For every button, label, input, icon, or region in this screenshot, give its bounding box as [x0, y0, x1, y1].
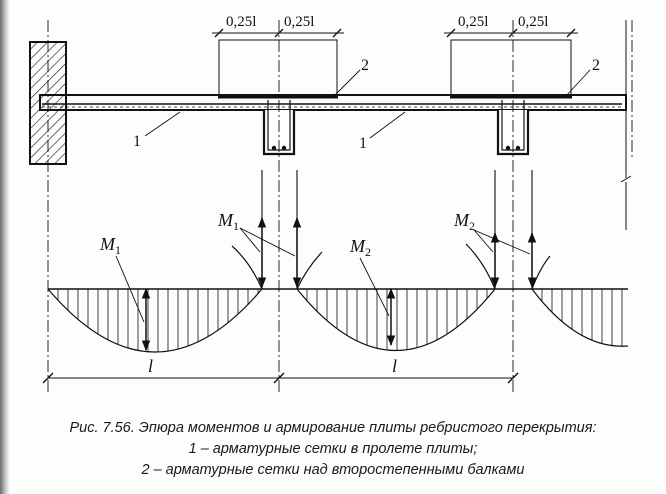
m2-span-main: M	[349, 236, 366, 256]
slab	[39, 20, 632, 230]
svg-text:M1: M1	[217, 210, 239, 233]
slab-moment-diagram: 0,25l 0,25l 0,25l 0,25l 1 1 2 2 M1 M1 M2…	[29, 14, 633, 392]
callout-2-left: 2	[361, 57, 369, 74]
span-dimension	[42, 372, 519, 384]
label-m2-support: M2	[453, 210, 475, 233]
m2-support-main: M	[453, 210, 470, 230]
caption-line-3: 2 – арматурные сетки над второстепенными…	[141, 462, 525, 478]
moment-arrows	[141, 216, 537, 352]
figure-caption: Рис. 7.56. Эпюра моментов и армирование …	[0, 418, 666, 481]
m1-support-main: M	[217, 210, 234, 230]
label-m1-span: M1	[99, 234, 121, 257]
callout-2-right: 2	[592, 57, 600, 74]
scan-shadow	[0, 0, 10, 494]
caption-line-1: Рис. 7.56. Эпюра моментов и армирование …	[69, 420, 597, 436]
axis-lines	[47, 20, 633, 392]
callout-1-right: 1	[359, 135, 367, 152]
label-m1-support: M1	[217, 210, 239, 233]
m1-support-sub: 1	[233, 219, 239, 233]
dim-label-right-1: 0,25l	[458, 14, 488, 30]
m2-span-sub: 2	[365, 245, 371, 259]
span-label-1: l	[148, 356, 153, 376]
support-moment-left	[231, 245, 323, 290]
span-moment-left	[47, 288, 263, 353]
caption-line-2: 1 – арматурные сетки в пролете плиты;	[188, 441, 478, 457]
support-moment-right	[465, 243, 551, 290]
svg-text:M1: M1	[99, 234, 121, 257]
dimension-right-support	[444, 28, 578, 94]
dimension-left-support	[212, 28, 344, 94]
span-label-2: l	[392, 356, 397, 376]
svg-text:M2: M2	[453, 210, 475, 233]
dim-label-right-2: 0,25l	[518, 14, 548, 30]
m2-support-sub: 2	[469, 219, 475, 233]
m1-span-sub: 1	[115, 243, 121, 257]
dim-label-left-2: 0,25l	[284, 14, 314, 30]
m1-span-main: M	[99, 234, 116, 254]
leader-lines	[115, 69, 591, 323]
callout-1-left: 1	[133, 133, 141, 150]
span-moment-right	[531, 288, 629, 347]
span-moment-middle	[296, 288, 496, 351]
label-m2-span: M2	[349, 236, 371, 259]
dim-label-left-1: 0,25l	[226, 14, 256, 30]
support-zone-lines	[261, 170, 533, 289]
svg-text:M2: M2	[349, 236, 371, 259]
